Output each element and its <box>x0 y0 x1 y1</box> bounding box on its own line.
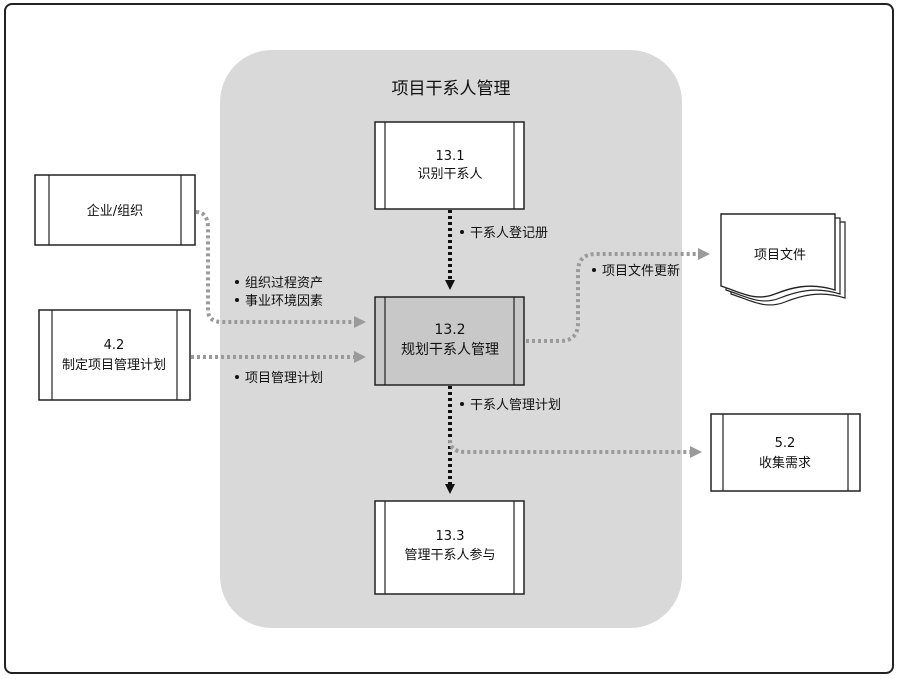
process-label: 制定项目管理计划 <box>62 358 166 373</box>
document-label: 项目文件 <box>754 248 806 263</box>
process-label: 识别干系人 <box>417 167 482 182</box>
svg-text:组织过程资产: 组织过程资产 <box>245 276 323 291</box>
svg-text:干系人登记册: 干系人登记册 <box>470 226 548 241</box>
flow-label-org-assets: 组织过程资产 <box>235 276 323 291</box>
process-number: 13.1 <box>436 149 465 164</box>
process-number: 13.3 <box>436 529 465 544</box>
output-box-5-2[interactable]: 5.2 收集需求 <box>710 413 861 492</box>
process-label: 规划干系人管理 <box>401 342 499 358</box>
svg-text:干系人管理计划: 干系人管理计划 <box>470 398 561 413</box>
svg-text:项目文件更新: 项目文件更新 <box>602 263 680 279</box>
arrow-enterprise-to-13-2 <box>195 210 366 328</box>
input-label: 企业/组织 <box>87 203 143 219</box>
flow-label-pm-plan: 项目管理计划 <box>235 371 323 386</box>
process-group-title: 项目干系人管理 <box>392 79 511 99</box>
flow-label-register: 干系人登记册 <box>460 226 548 241</box>
process-label: 管理干系人参与 <box>404 547 495 563</box>
process-number: 13.2 <box>434 322 465 338</box>
flow-label-docs-update: 项目文件更新 <box>592 263 680 279</box>
document-stack-icon[interactable]: 项目文件 <box>720 213 846 306</box>
input-box-enterprise[interactable]: 企业/组织 <box>34 174 196 246</box>
input-box-4-2[interactable]: 4.2 制定项目管理计划 <box>38 309 191 401</box>
flow-label-env-factors: 事业环境因素 <box>235 294 323 309</box>
process-box-13-1[interactable]: 13.1 识别干系人 <box>374 121 525 210</box>
process-box-13-3[interactable]: 13.3 管理干系人参与 <box>374 500 525 595</box>
process-label: 收集需求 <box>759 455 811 471</box>
diagram-frame <box>4 3 894 674</box>
svg-text:事业环境因素: 事业环境因素 <box>245 294 323 309</box>
process-number: 4.2 <box>104 338 125 353</box>
flow-label-stakeholder-plan: 干系人管理计划 <box>460 398 561 413</box>
process-box-13-2[interactable]: 13.2 规划干系人管理 <box>374 296 525 386</box>
arrow-13-2-to-5-2 <box>448 439 702 458</box>
svg-text:项目管理计划: 项目管理计划 <box>245 371 323 386</box>
process-number: 5.2 <box>775 436 796 451</box>
